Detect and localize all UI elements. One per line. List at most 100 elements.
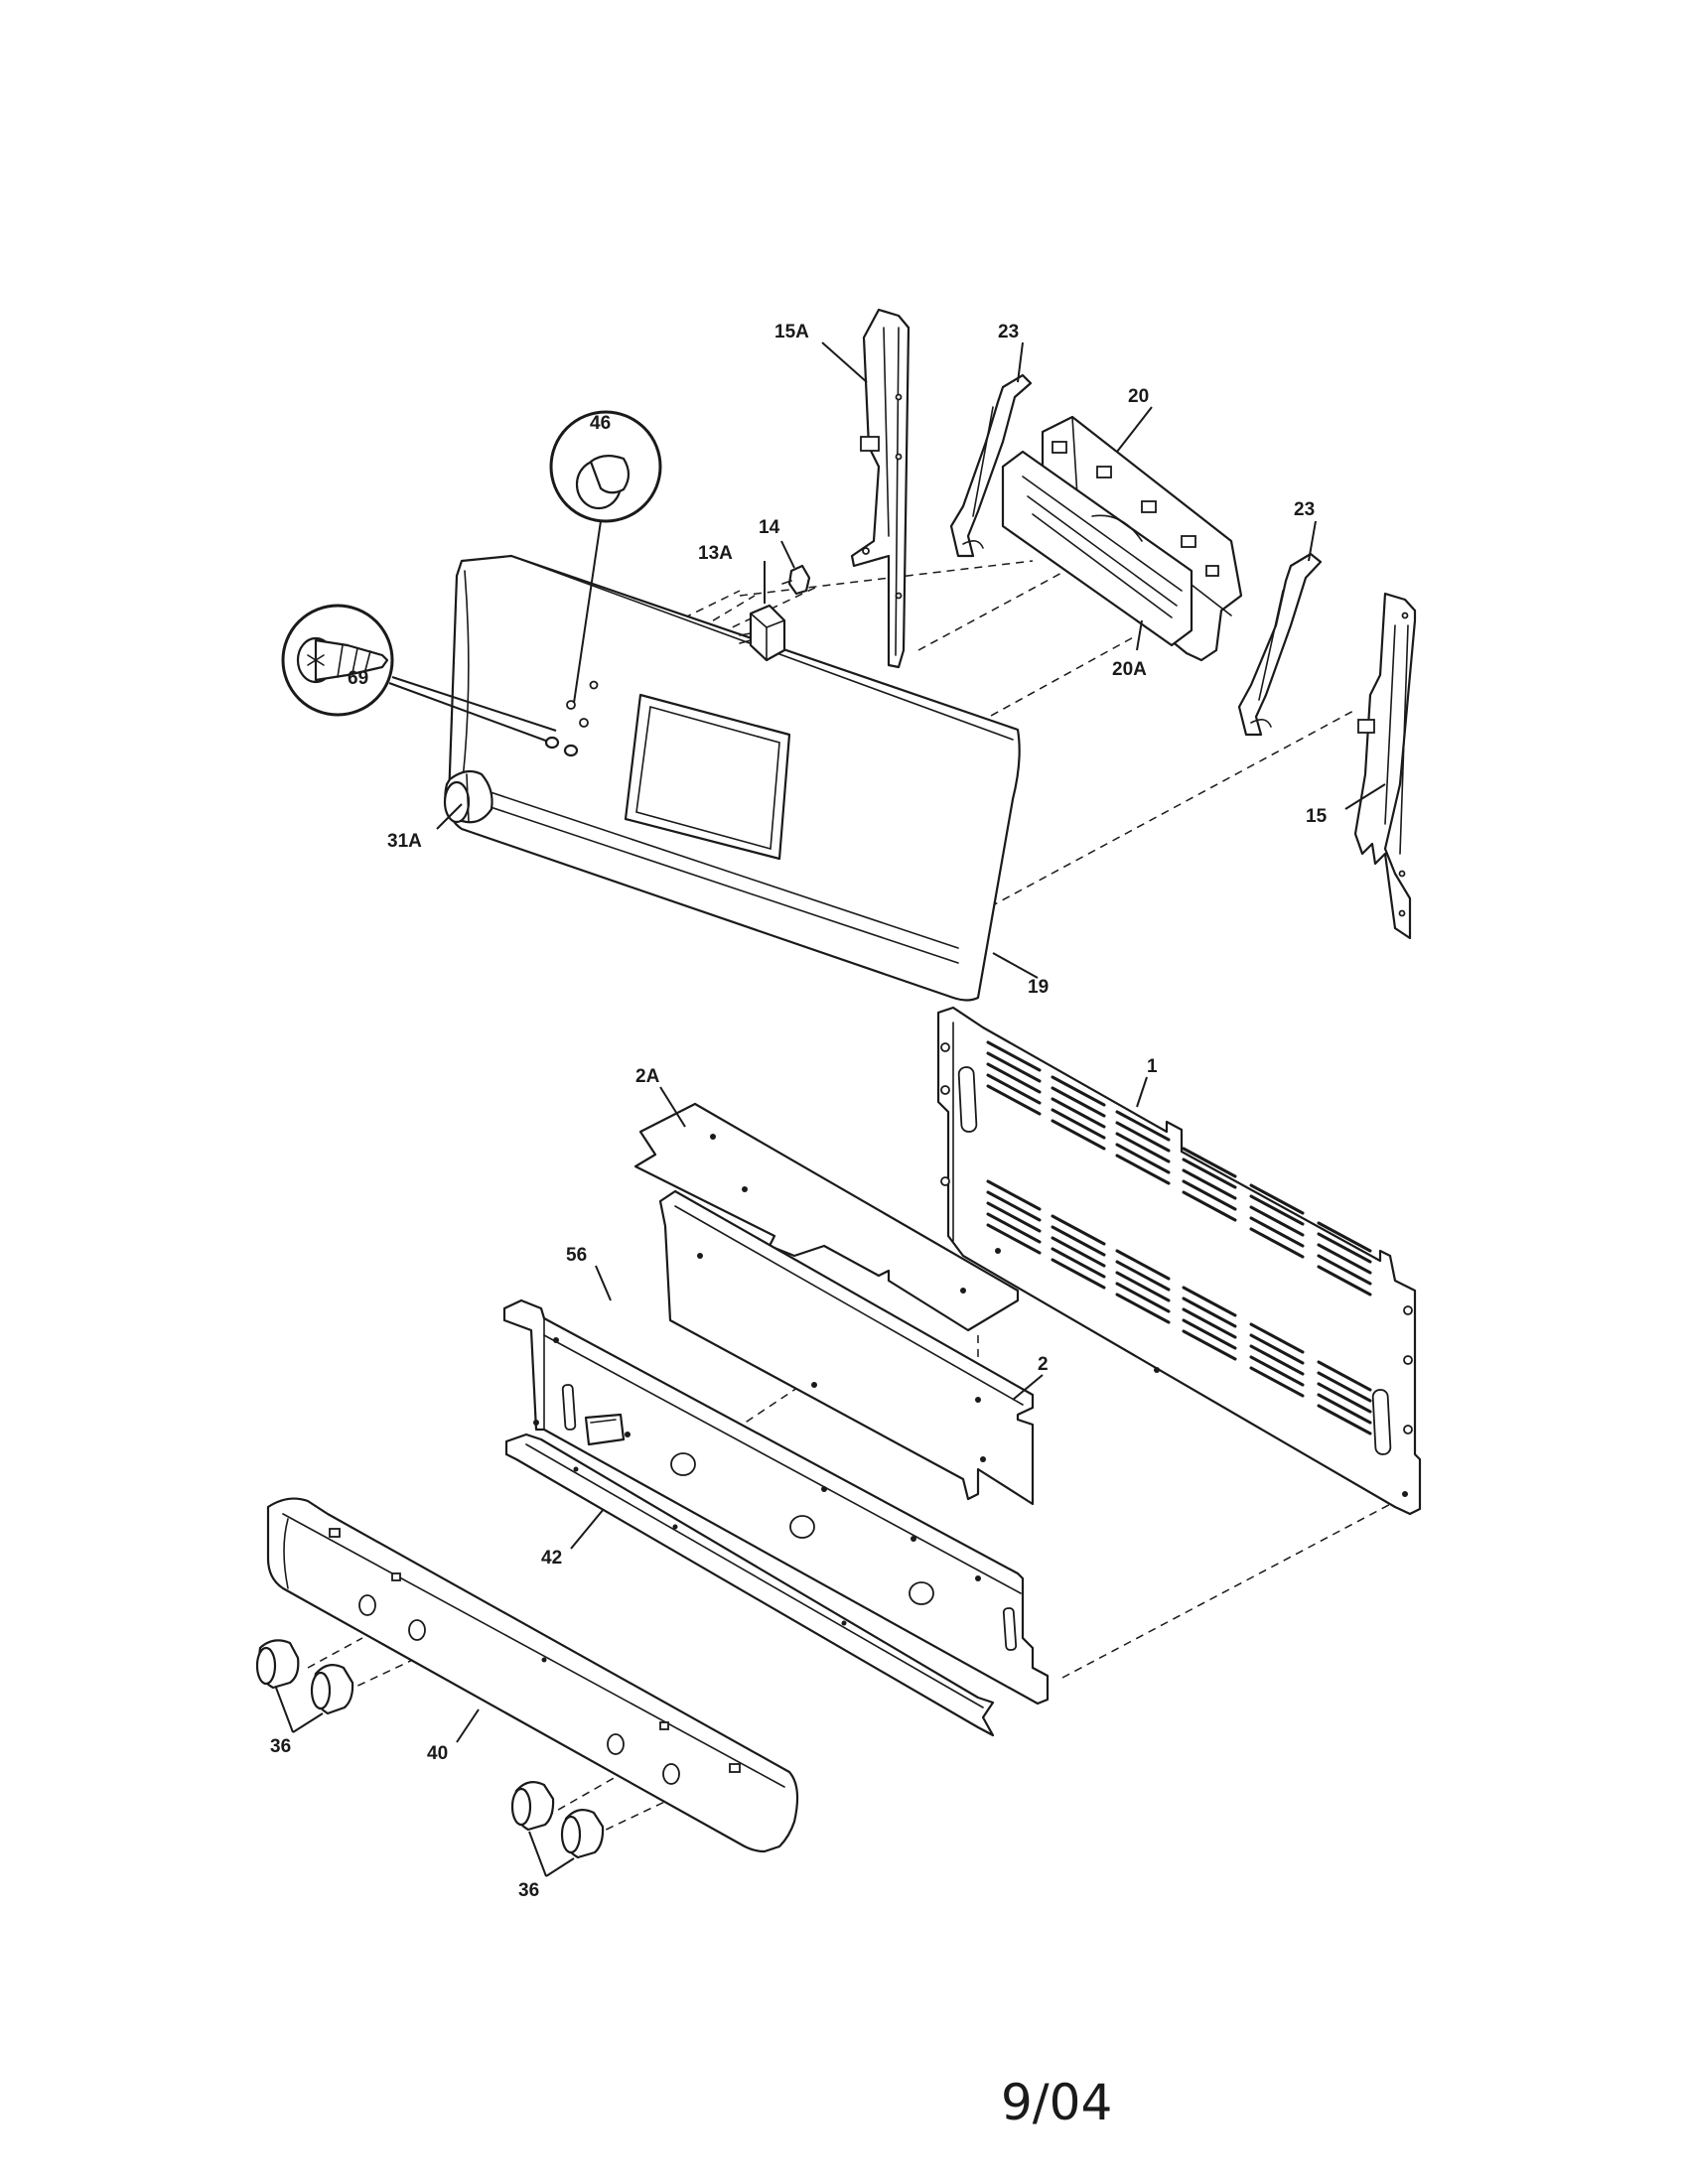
vent-louver [986, 1062, 1042, 1094]
vent-louver [1249, 1344, 1305, 1376]
label-69: 69 [348, 668, 368, 689]
trim-strip-part-42 [504, 1433, 995, 1737]
vent-louver [1051, 1119, 1106, 1151]
vent-louver [986, 1223, 1042, 1255]
vent-louver [1182, 1329, 1237, 1361]
rear-panel-vents [986, 1040, 1372, 1435]
vent-louver [1051, 1247, 1106, 1279]
label-15: 15 [1306, 806, 1328, 827]
clip-part-23-left [949, 373, 1033, 558]
label-31a: 31A [387, 831, 422, 852]
label-19: 19 [1028, 977, 1049, 998]
vent-louver [1115, 1143, 1171, 1174]
vent-louver [1115, 1260, 1171, 1292]
label-15a: 15A [774, 322, 809, 342]
vent-louver [1182, 1190, 1237, 1222]
end-bracket-part-15a [850, 308, 911, 669]
revision-date: 9/04 [1001, 2074, 1112, 2131]
label-14: 14 [759, 517, 780, 538]
vent-louver [1182, 1297, 1237, 1328]
label-23-left: 23 [998, 322, 1019, 342]
vent-louver [1249, 1227, 1305, 1259]
vent-louver [1249, 1205, 1305, 1237]
label-40: 40 [427, 1743, 448, 1764]
vent-louver [1249, 1366, 1305, 1398]
vent-louver [1182, 1307, 1237, 1339]
part-labels: 15A 23 20 46 14 13A 23 69 20A 15 31A 19 … [270, 322, 1328, 1901]
vent-louver [1182, 1147, 1237, 1178]
vent-louver [1317, 1382, 1372, 1414]
manifold-cover-part-40 [266, 1497, 799, 1853]
rear-panel-part-1 [936, 1006, 1422, 1516]
vent-louver [1051, 1225, 1106, 1257]
screws-part-69 [544, 736, 579, 757]
vent-louver [1182, 1179, 1237, 1211]
overlay-part-20a [1001, 450, 1193, 647]
label-23-right: 23 [1294, 499, 1315, 520]
vent-louver [986, 1201, 1042, 1233]
vent-louver [986, 1212, 1042, 1244]
vent-louver [986, 1073, 1042, 1105]
label-46: 46 [590, 413, 611, 434]
vent-louver [1317, 1243, 1372, 1275]
vent-louver [1249, 1333, 1305, 1365]
vent-louver [1317, 1221, 1372, 1253]
vent-louver [1249, 1194, 1305, 1226]
vent-louver [1051, 1075, 1106, 1107]
vent-louver [1317, 1371, 1372, 1403]
knob-part-36-a [255, 1639, 300, 1690]
vent-louver [1182, 1286, 1237, 1317]
vent-louver [1115, 1154, 1171, 1185]
vent-louver [986, 1040, 1042, 1072]
vent-louver [1051, 1097, 1106, 1129]
vent-louver [1051, 1258, 1106, 1290]
vent-louver [1182, 1168, 1237, 1200]
vent-louver [1182, 1318, 1237, 1350]
label-42: 42 [541, 1548, 562, 1569]
label-2: 2 [1038, 1354, 1049, 1375]
knob-part-36-c [510, 1780, 555, 1832]
vent-louver [986, 1051, 1042, 1083]
vent-louver [1115, 1293, 1171, 1324]
vent-louver [1051, 1236, 1106, 1268]
vent-louver [1249, 1216, 1305, 1248]
control-panel-part-19 [447, 554, 1021, 1002]
vent-louver [1317, 1232, 1372, 1264]
label-20: 20 [1128, 386, 1149, 407]
label-20a: 20A [1112, 659, 1147, 680]
vent-louver [1317, 1404, 1372, 1435]
shield-part-2a [633, 1102, 1020, 1332]
label-1: 1 [1147, 1056, 1158, 1077]
knob-part-36-d [560, 1808, 605, 1859]
leader-lines [275, 341, 1386, 1877]
vent-louver [1051, 1214, 1106, 1246]
switch-part-13a [739, 604, 786, 662]
vent-louver [1317, 1254, 1372, 1286]
shield-part-2 [658, 1189, 1035, 1506]
label-2a: 2A [635, 1066, 660, 1087]
vent-louver [1317, 1360, 1372, 1392]
clip-part-23-right [1237, 552, 1323, 737]
vent-louver [1115, 1249, 1171, 1281]
vent-louver [986, 1190, 1042, 1222]
vent-louver [1249, 1322, 1305, 1354]
end-bracket-part-15 [1353, 592, 1417, 940]
vent-louver [1249, 1183, 1305, 1215]
switch-part-14 [781, 564, 811, 596]
knob-part-36-b [310, 1663, 354, 1715]
label-56: 56 [566, 1245, 587, 1266]
label-13a: 13A [698, 543, 733, 564]
vent-louver [1115, 1110, 1171, 1142]
label-36-left: 36 [270, 1736, 291, 1757]
vent-louver [1317, 1393, 1372, 1425]
vent-louver [986, 1084, 1042, 1116]
vent-louver [1115, 1132, 1171, 1163]
vent-louver [1182, 1158, 1237, 1189]
vent-louver [1115, 1282, 1171, 1313]
callout-part-69 [281, 604, 557, 744]
manifold-panel-part-56 [502, 1298, 1050, 1706]
vent-louver [1051, 1086, 1106, 1118]
vent-louver [1249, 1355, 1305, 1387]
vent-louver [1115, 1121, 1171, 1153]
